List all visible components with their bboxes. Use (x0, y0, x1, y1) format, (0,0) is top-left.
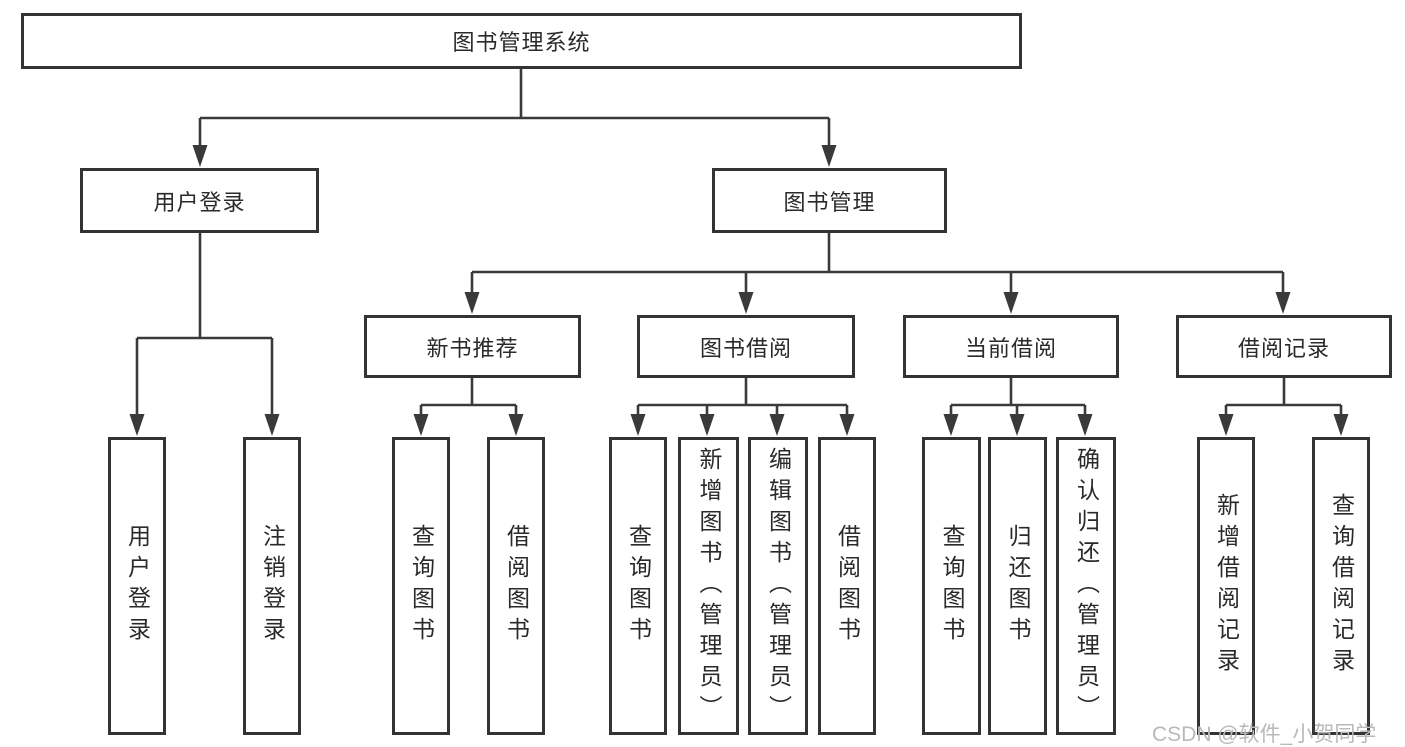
node-label: 确认归还（管理员） (1073, 446, 1100, 726)
node-label: 查询图书 (408, 524, 435, 648)
node-label: 新增借阅记录 (1213, 493, 1240, 679)
leaf-add-borrow-record: 新增借阅记录 (1197, 437, 1255, 735)
arrowhead-icon (192, 145, 208, 167)
arrowhead-icon (839, 414, 855, 436)
leaf-return-books: 归还图书 (988, 437, 1047, 735)
node-label: 查询借阅记录 (1328, 493, 1355, 679)
arrowhead-icon (769, 414, 785, 436)
node-label: 注销登录 (259, 524, 286, 648)
arrowhead-icon (630, 414, 646, 436)
leaf-query-borrow-record: 查询借阅记录 (1312, 437, 1370, 735)
node-current-borrowing: 当前借阅 (903, 315, 1119, 378)
arrowhead-icon (699, 414, 715, 436)
leaf-borrow-books: 借阅图书 (818, 437, 876, 735)
leaf-user-login: 用户登录 (108, 437, 166, 735)
node-label: 图书管理系统 (452, 30, 591, 55)
arrowhead-icon (129, 414, 145, 436)
node-label: 查询图书 (625, 524, 652, 648)
node-user-login: 用户登录 (80, 168, 319, 233)
arrowhead-icon (1077, 414, 1093, 436)
arrowhead-icon (413, 414, 429, 436)
node-label: 当前借阅 (964, 335, 1057, 361)
leaf-edit-books-admin: 编辑图书（管理员） (748, 437, 808, 735)
arrowhead-icon (264, 414, 280, 436)
arrowhead-icon (1003, 292, 1019, 314)
csdn-watermark: CSDN @软件_小贺同学 (1152, 723, 1377, 746)
leaf-confirm-return-admin: 确认归还（管理员） (1056, 437, 1116, 735)
arrowhead-icon (1218, 414, 1234, 436)
node-new-book-recommend: 新书推荐 (364, 315, 581, 378)
node-label: 查询图书 (939, 524, 965, 648)
leaf-query-books: 查询图书 (922, 437, 981, 735)
node-book-borrowing: 图书借阅 (637, 315, 855, 378)
arrowhead-icon (464, 292, 480, 314)
node-borrow-records: 借阅记录 (1176, 315, 1392, 378)
arrowhead-icon (1009, 414, 1025, 436)
arrowhead-icon (1275, 292, 1291, 314)
arrowhead-icon (508, 414, 524, 436)
node-label: 借阅记录 (1237, 335, 1330, 361)
node-label: 图书管理 (783, 189, 876, 215)
node-label: 新书推荐 (426, 335, 519, 361)
arrowhead-icon (738, 292, 754, 314)
arrowhead-icon (1333, 414, 1349, 436)
arrowhead-icon (943, 414, 959, 436)
node-label: 借阅图书 (503, 524, 530, 648)
node-label: 新增图书（管理员） (696, 446, 722, 726)
leaf-logout: 注销登录 (243, 437, 301, 735)
node-label: 编辑图书（管理员） (765, 446, 792, 726)
node-label: 归还图书 (1005, 524, 1031, 648)
node-label: 用户登录 (124, 524, 151, 648)
node-label: 用户登录 (153, 189, 246, 215)
leaf-borrow-books: 借阅图书 (487, 437, 545, 735)
node-book-management: 图书管理 (712, 168, 947, 233)
leaf-query-books: 查询图书 (392, 437, 450, 735)
node-label: 借阅图书 (834, 524, 861, 648)
leaf-add-books-admin: 新增图书（管理员） (678, 437, 739, 735)
connector-path (135, 69, 1343, 420)
arrowhead-icon (821, 145, 837, 167)
node-root-system: 图书管理系统 (21, 13, 1022, 69)
node-label: 图书借阅 (699, 335, 792, 361)
leaf-query-books: 查询图书 (609, 437, 667, 735)
